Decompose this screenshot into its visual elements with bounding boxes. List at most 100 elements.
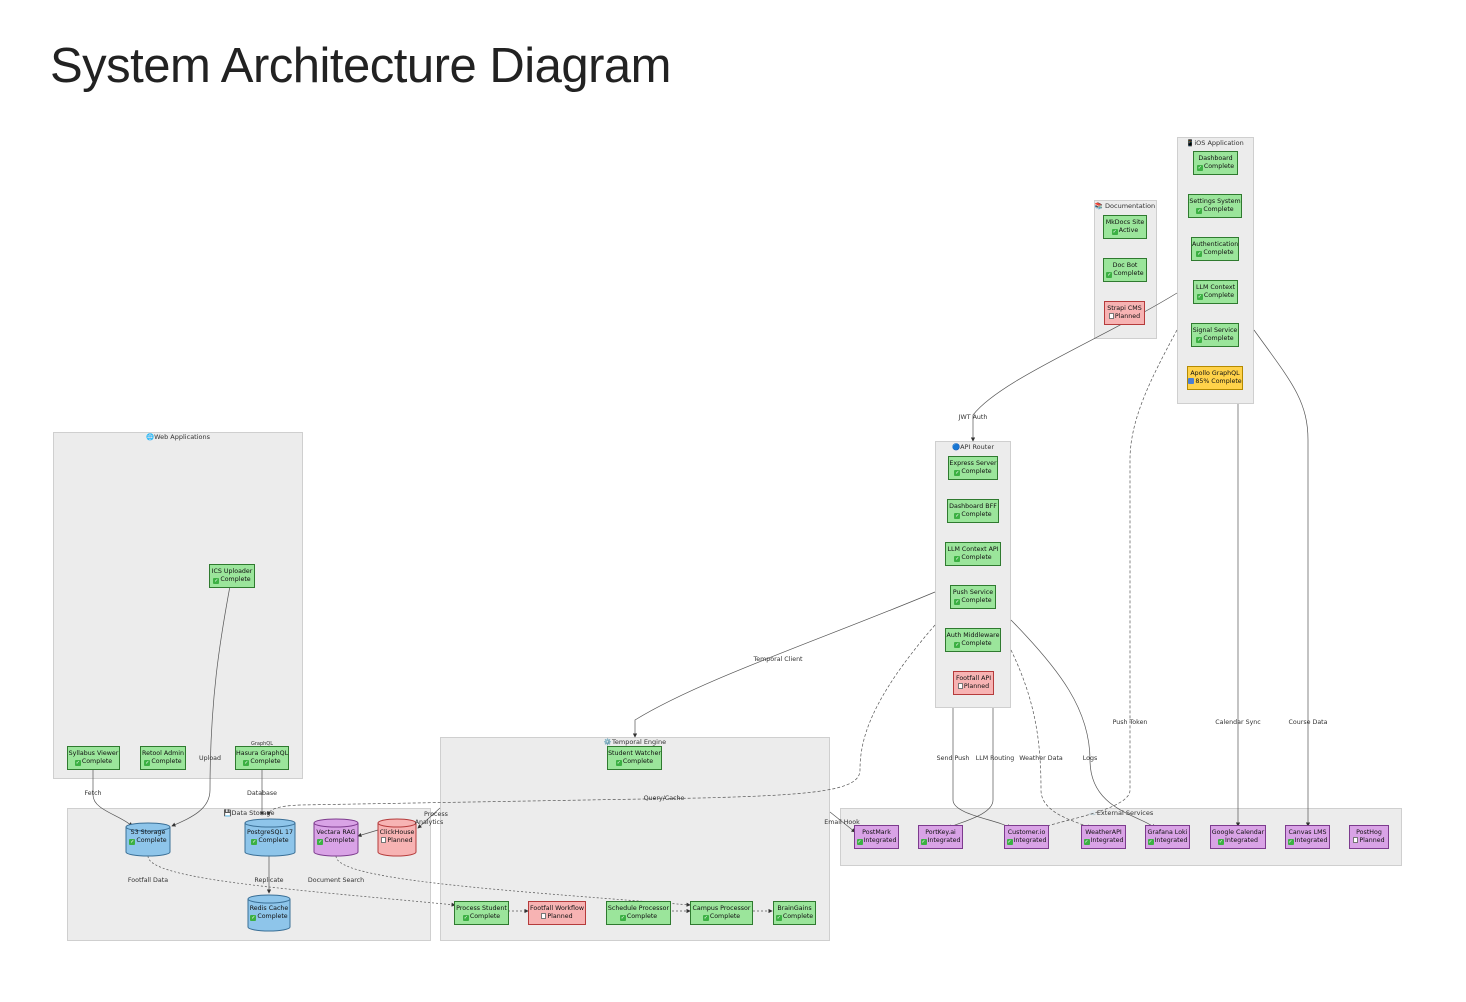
node-ext-canvas-lms[interactable]: Canvas LMS ✓Integrated (1285, 825, 1330, 849)
edge-label-database: Database (246, 790, 278, 797)
node-ios-authentication[interactable]: Authentication ✓Complete (1191, 237, 1239, 261)
check-icon: ✓ (243, 760, 250, 766)
planned-icon (381, 837, 387, 843)
node-doc-strapi[interactable]: Strapi CMS Planned (1104, 301, 1145, 325)
edge-clickhouse-vectara (357, 829, 379, 838)
cylinder-s3 (125, 822, 171, 857)
check-icon: ✓ (1196, 294, 1203, 300)
node-tmp-student-watcher[interactable]: Student Watcher ✓Complete (607, 746, 662, 770)
group-ios-application (1177, 137, 1254, 404)
node-doc-mkdocs[interactable]: MkDocs Site ✓Active (1103, 215, 1147, 239)
check-icon: ✓ (775, 915, 782, 921)
check-icon: ✓ (954, 599, 961, 605)
group-label-api: 🔵API Router (952, 443, 994, 451)
check-icon: ✓ (954, 470, 961, 476)
edge-label-push-token: Push Token (1112, 719, 1148, 726)
check-icon: ✓ (1196, 165, 1203, 171)
node-ext-customerio[interactable]: Customer.io ✓Integrated (1004, 825, 1049, 849)
check-icon: ✓ (702, 915, 709, 921)
check-icon: ✓ (619, 915, 626, 921)
node-api-dashboard-bff[interactable]: Dashboard BFF ✓Complete (947, 499, 999, 523)
group-label-storage: 💾Data Storage (223, 809, 275, 817)
node-web-syllabus[interactable]: Syllabus Viewer ✓Complete (67, 746, 120, 770)
node-tmp-braingains[interactable]: BrainGains ✓Complete (773, 901, 816, 925)
planned-icon (1108, 313, 1114, 319)
page-title: System Architecture Diagram (50, 39, 672, 93)
edge-process-analytics (417, 807, 441, 829)
node-ios-signal-service[interactable]: Signal Service ✓Complete (1191, 323, 1239, 347)
edge-label-weather-data: Weather Data (1019, 755, 1063, 762)
check-icon: ✓ (1196, 251, 1203, 257)
check-icon: ✓ (1006, 839, 1013, 845)
edge-jwt-auth (970, 292, 1178, 442)
node-ios-apollo-graphql[interactable]: Apollo GraphQL 85% Complete (1187, 366, 1243, 390)
edge-label-email-hook: Email Hook (824, 819, 860, 826)
cylinder-postgres (244, 818, 296, 857)
group-api-router (935, 441, 1011, 708)
node-tmp-campus-processor[interactable]: Campus Processor ✓Complete (690, 901, 753, 925)
check-icon: ✓ (1196, 208, 1203, 214)
check-icon: ✓ (1106, 272, 1113, 278)
edge-label-llm-routing: LLM Routing (975, 755, 1015, 762)
check-icon: ✓ (954, 556, 961, 562)
check-icon: ✓ (1196, 337, 1203, 343)
node-tmp-footfall-workflow[interactable]: Footfall Workflow Planned (528, 901, 586, 925)
cylinder-clickhouse (377, 818, 417, 857)
check-icon: ✓ (920, 839, 927, 845)
check-icon: ✓ (1287, 839, 1294, 845)
edge-label-jwt-auth: JWT Auth (958, 414, 988, 421)
node-ext-weatherapi[interactable]: WeatherAPI ✓Integrated (1081, 825, 1126, 849)
check-icon: ✓ (144, 760, 151, 766)
node-api-push-service[interactable]: Push Service ✓Complete (950, 585, 996, 609)
node-ext-posthog[interactable]: PostHog Planned (1349, 825, 1389, 849)
node-ios-llm-context[interactable]: LLM Context ✓Complete (1193, 280, 1238, 304)
check-icon: ✓ (462, 915, 469, 921)
edge-weather-data (1010, 649, 1091, 829)
group-label-temporal: ⚙️Temporal Engine (603, 738, 667, 746)
check-icon: ✓ (129, 839, 136, 845)
cylinder-redis (247, 894, 291, 932)
edge-label-logs: Logs (1082, 755, 1098, 762)
node-api-express[interactable]: Express Server ✓Complete (948, 456, 998, 480)
planned-icon (541, 913, 547, 919)
node-ios-settings[interactable]: Settings System ✓Complete (1188, 194, 1242, 218)
cylinder-vectara (313, 818, 359, 857)
group-web-applications (53, 432, 303, 779)
edge-footfall-data (147, 855, 456, 907)
edge-label-analytics: Analytics (414, 819, 444, 826)
node-db-postgres[interactable]: PostgreSQL 17 ✓Complete (247, 829, 293, 845)
node-web-retool[interactable]: Retool Admin ✓Complete (140, 746, 186, 770)
check-icon: ✓ (250, 915, 257, 921)
group-label-docs: 📚 Documentation (1094, 202, 1156, 210)
check-icon: ✓ (615, 760, 622, 766)
node-db-redis[interactable]: Redis Cache ✓Complete (249, 905, 289, 921)
node-api-llm-context[interactable]: LLM Context API ✓Complete (945, 542, 1001, 566)
node-db-vectara[interactable]: Vectara RAG ✓Complete (316, 829, 356, 845)
edge-logs (1010, 619, 1156, 829)
edge-label-fetch: Fetch (84, 790, 102, 797)
node-api-auth-middleware[interactable]: Auth Middleware ✓Complete (945, 628, 1001, 652)
node-doc-bot[interactable]: Doc Bot ✓Complete (1103, 258, 1147, 282)
progress-icon (1188, 378, 1195, 384)
node-tmp-schedule-processor[interactable]: Schedule Processor ✓Complete (606, 901, 671, 925)
planned-icon (957, 683, 963, 689)
node-ext-portkey[interactable]: PortKey.ai ✓Integrated (918, 825, 963, 849)
node-api-footfall[interactable]: Footfall API Planned (953, 671, 994, 695)
check-icon: ✓ (954, 513, 961, 519)
node-web-ics-uploader[interactable]: ICS Uploader ✓Complete (209, 564, 255, 588)
node-db-clickhouse[interactable]: ClickHouse Planned (379, 829, 415, 844)
edge-upload (171, 585, 231, 827)
node-ext-grafana-loki[interactable]: Grafana Loki ✓Integrated (1145, 825, 1190, 849)
node-web-hasura[interactable]: Hasura GraphQL ✓Complete (235, 746, 289, 770)
edge-label-calendar-sync: Calendar Sync (1215, 719, 1261, 726)
node-tmp-process-student[interactable]: Process Student ✓Complete (454, 901, 509, 925)
node-ext-google-calendar[interactable]: Google Calendar ✓Integrated (1210, 825, 1266, 849)
check-icon: ✓ (856, 839, 863, 845)
edge-send-push (952, 708, 1011, 829)
check-icon: ✓ (251, 839, 258, 845)
node-ios-dashboard[interactable]: Dashboard ✓Complete (1193, 151, 1238, 175)
node-db-s3[interactable]: S3 Storage ✓Complete (129, 829, 167, 845)
node-ext-postmark[interactable]: PostMark ✓Integrated (854, 825, 899, 849)
edge-query-cache (266, 624, 936, 816)
